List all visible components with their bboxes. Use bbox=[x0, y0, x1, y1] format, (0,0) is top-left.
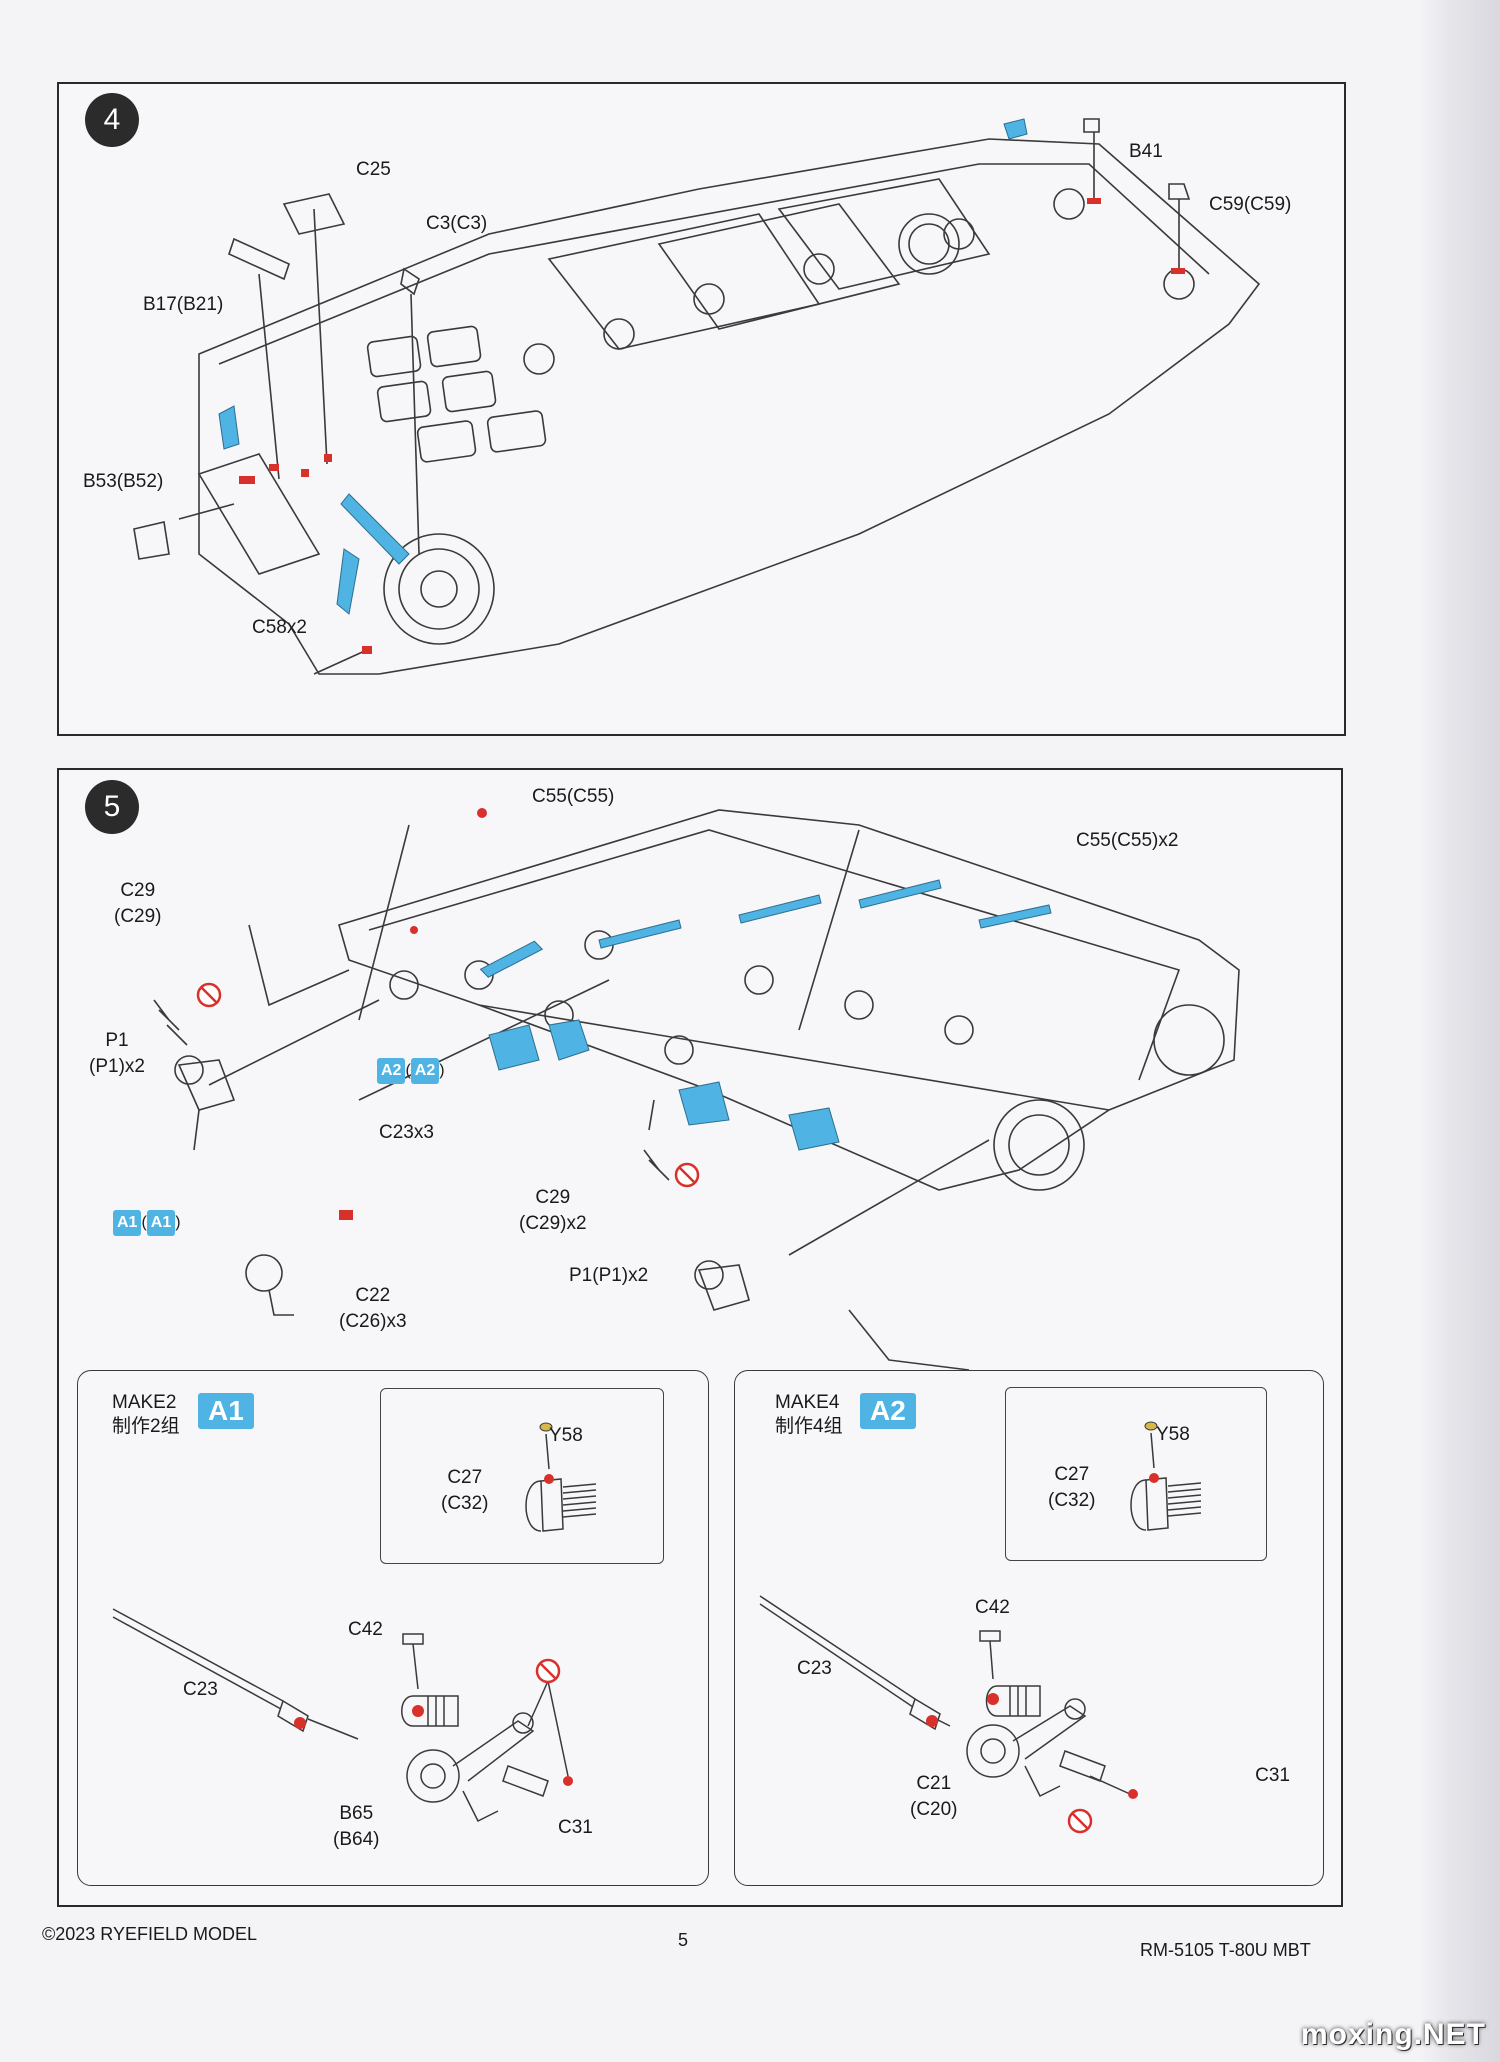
callout-c29-x2: C29 (C29)x2 bbox=[519, 1185, 587, 1237]
badge-a1: A1 bbox=[113, 1210, 142, 1236]
make4-title-cn: 制作4组 bbox=[775, 1416, 843, 1437]
hull-lower-drawing bbox=[153, 808, 1240, 1371]
step-number: 4 bbox=[85, 93, 139, 147]
make4-inset: Y58 C27 (C32) bbox=[1005, 1387, 1267, 1561]
callout-c55-x2: C55(C55)x2 bbox=[1076, 830, 1179, 851]
make4-subpanel: MAKE4 制作4组 A2 Y58 C27 (C32) bbox=[734, 1370, 1324, 1886]
step-number: 5 bbox=[85, 780, 139, 834]
callout-c3: C3(C3) bbox=[426, 213, 488, 234]
callout-c29-x2-line1: C29 bbox=[535, 1187, 571, 1208]
callout-c59: C59(C59) bbox=[1209, 194, 1292, 215]
callout-p1-x2: P1(P1)x2 bbox=[569, 1265, 649, 1286]
make2-label: MAKE2 制作2组 bbox=[112, 1391, 180, 1439]
make2-badge: A1 bbox=[198, 1393, 254, 1429]
c27-spring-drawing bbox=[525, 1422, 597, 1532]
callout-c42: C42 bbox=[348, 1619, 383, 1640]
callout-b53: B53(B52) bbox=[83, 471, 164, 492]
step-5-panel: 5 bbox=[57, 768, 1343, 1907]
callout-c25: C25 bbox=[356, 159, 391, 180]
callout-c22: C22 (C26)x3 bbox=[339, 1283, 407, 1335]
hull-upper-drawing bbox=[133, 118, 1261, 675]
badge-a2: A2 bbox=[377, 1058, 406, 1084]
make2-title: MAKE2 bbox=[112, 1392, 177, 1413]
a2-assembly-drawing bbox=[759, 1595, 1138, 1834]
callout-c31: C31 bbox=[558, 1817, 593, 1838]
callout-c29-line1: C29 bbox=[120, 880, 156, 901]
callout-p1-line1: P1 bbox=[105, 1030, 129, 1051]
callout-c21: C21 (C20) bbox=[910, 1771, 958, 1823]
no-glue-icon bbox=[196, 982, 700, 1188]
callout-c31: C31 bbox=[1255, 1765, 1290, 1786]
no-glue-icon bbox=[1067, 1808, 1093, 1834]
make2-inset: Y58 C27 (C32) bbox=[380, 1388, 664, 1564]
callout-c58: C58x2 bbox=[252, 617, 307, 638]
make2-title-cn: 制作2组 bbox=[112, 1416, 180, 1437]
callout-b65-line1: B65 bbox=[339, 1803, 374, 1824]
callout-c21-line2: (C20) bbox=[910, 1799, 958, 1820]
callout-b17: B17(B21) bbox=[143, 294, 224, 315]
make4-title: MAKE4 bbox=[775, 1392, 840, 1413]
callout-p1-line2: (P1)x2 bbox=[89, 1056, 145, 1077]
callout-y58: Y58 bbox=[1156, 1424, 1190, 1445]
callout-c23x3: C23x3 bbox=[379, 1122, 434, 1143]
product-code: RM-5105 T-80U MBT bbox=[1140, 1940, 1311, 1960]
page-edge-shadow bbox=[1420, 0, 1500, 2062]
callout-c27-line2: (C32) bbox=[1048, 1490, 1096, 1511]
badge-a1-alt: A1 bbox=[146, 1210, 176, 1236]
callout-c22-line1: C22 bbox=[355, 1285, 391, 1306]
callout-c27: C27 (C32) bbox=[441, 1465, 489, 1517]
callout-c29: C29 (C29) bbox=[114, 878, 162, 930]
callout-c29-line2: (C29) bbox=[114, 906, 162, 927]
badge-a2-alt: A2 bbox=[410, 1058, 440, 1084]
callout-b65-line2: (B64) bbox=[333, 1829, 380, 1850]
callout-c22-line2: (C26)x3 bbox=[339, 1311, 407, 1332]
callout-p1: P1 (P1)x2 bbox=[89, 1028, 145, 1080]
callout-c42: C42 bbox=[975, 1597, 1010, 1618]
a1-assembly-drawing bbox=[112, 1608, 573, 1823]
callout-c23: C23 bbox=[797, 1658, 832, 1679]
callout-b41: B41 bbox=[1129, 141, 1163, 162]
watermark: moxing.NET bbox=[1300, 2018, 1486, 2051]
callout-c23: C23 bbox=[183, 1679, 218, 1700]
callout-a1-group: A1(A1) bbox=[113, 1210, 181, 1236]
callout-c27-line1: C27 bbox=[1054, 1464, 1090, 1485]
make2-subpanel: MAKE2 制作2组 A1 Y58 C27 (C32) bbox=[77, 1370, 709, 1886]
page-number: 5 bbox=[678, 1930, 689, 1950]
c27-spring-drawing bbox=[1130, 1421, 1202, 1531]
callout-y58: Y58 bbox=[549, 1425, 583, 1446]
callout-c29-x2-line2: (C29)x2 bbox=[519, 1213, 587, 1234]
callout-b65: B65 (B64) bbox=[333, 1801, 379, 1853]
make4-label: MAKE4 制作4组 bbox=[775, 1391, 843, 1439]
step-4-panel: 4 bbox=[57, 82, 1346, 736]
copyright: ©2023 RYEFIELD MODEL bbox=[42, 1924, 258, 1944]
callout-c21-line1: C21 bbox=[916, 1773, 952, 1794]
callout-c27: C27 (C32) bbox=[1048, 1462, 1096, 1514]
no-glue-icon bbox=[535, 1658, 561, 1684]
callout-c27-line2: (C32) bbox=[441, 1493, 489, 1514]
callout-c27-line1: C27 bbox=[447, 1467, 483, 1488]
make4-badge: A2 bbox=[860, 1393, 916, 1429]
callout-c55: C55(C55) bbox=[532, 786, 615, 807]
callout-a2-group: A2(A2) bbox=[377, 1058, 445, 1084]
